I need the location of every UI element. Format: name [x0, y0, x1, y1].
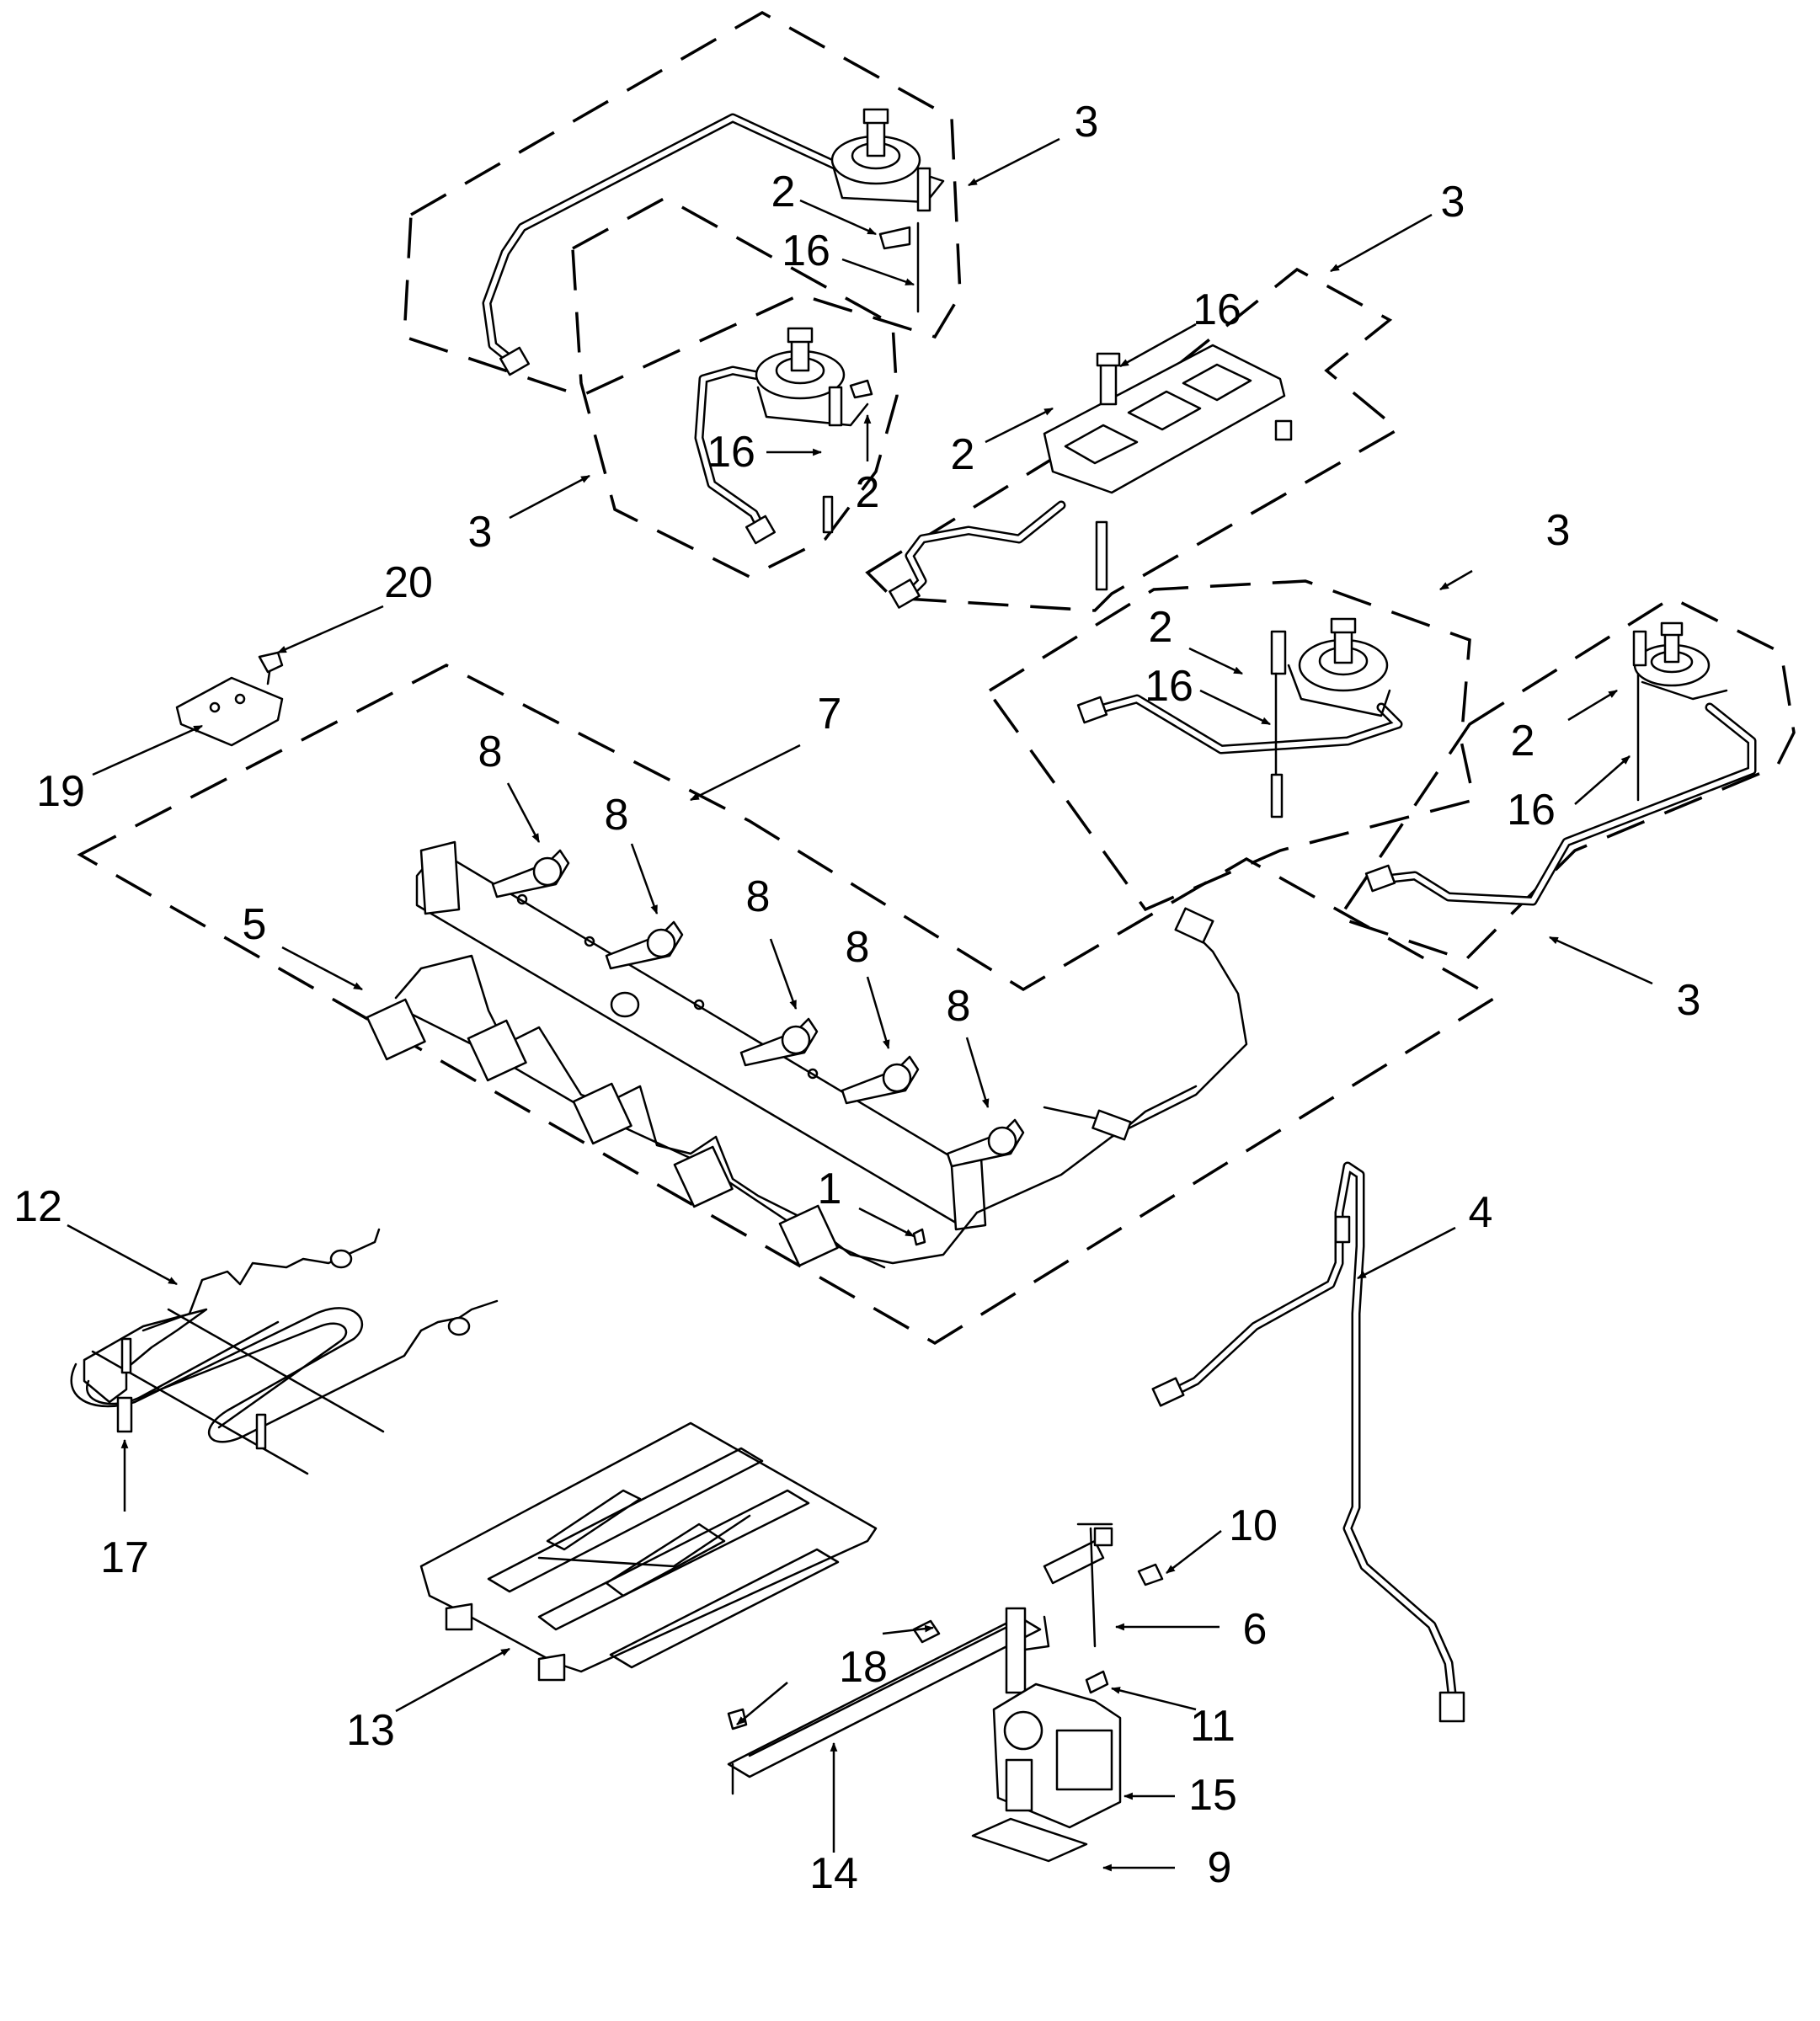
assembly-outlines — [77, 10, 1796, 1346]
callout-6-bracket: 6 — [1243, 1605, 1268, 1654]
callout-16-center-burner: 16 — [707, 428, 755, 477]
outline-burner-center — [571, 196, 899, 579]
callout-16-right-burner: 16 — [1145, 662, 1193, 711]
callout-14-broil-burner: 14 — [809, 1849, 858, 1898]
outline-burner-right — [987, 579, 1476, 912]
callout-8-valve-1: 8 — [478, 728, 503, 776]
bracket-19 — [175, 651, 284, 747]
callout-16-bridge-burner: 16 — [1193, 285, 1241, 334]
burner-far-right — [1364, 621, 1757, 906]
callout-15-valve: 15 — [1188, 1771, 1237, 1820]
callout-1-screw: 1 — [818, 1165, 842, 1213]
outline-burner-bridge — [865, 267, 1401, 612]
switch-harness-5 — [366, 907, 1248, 1269]
callout-arrows — [67, 137, 1653, 1872]
callout-2-right-burner: 2 — [1149, 603, 1173, 652]
callout-2-bridge-burner: 2 — [951, 430, 975, 479]
valves-8 — [491, 849, 1025, 1168]
callout-16-far-right-burner: 16 — [1507, 786, 1556, 835]
callout-8-valve-2: 8 — [605, 791, 629, 840]
callout-3-bridge-burner: 3 — [1441, 178, 1465, 227]
callout-4-supply-tube: 4 — [1469, 1188, 1493, 1237]
callout-5-switch-harness: 5 — [243, 900, 267, 949]
callout-18-screw: 18 — [839, 1643, 888, 1692]
callout-10-screw: 10 — [1229, 1501, 1278, 1550]
callout-11-orifice: 11 — [1190, 1702, 1236, 1751]
burner-top-left — [482, 108, 945, 376]
callout-8-valve-4: 8 — [846, 923, 870, 972]
callout-7-manifold: 7 — [818, 690, 842, 739]
callout-8-valve-3: 8 — [746, 872, 771, 921]
outline-burner-top-left — [403, 10, 962, 397]
callout-2-far-right-burner: 2 — [1511, 717, 1535, 765]
callout-16-top-left-burner: 16 — [782, 227, 830, 275]
callout-17-screw: 17 — [100, 1533, 149, 1582]
callout-3-center-burner: 3 — [468, 508, 493, 557]
callout-9-shield: 9 — [1208, 1843, 1232, 1892]
bake-element-12 — [70, 1228, 499, 1475]
callout-13-pan: 13 — [346, 1706, 395, 1755]
callout-20-screw: 20 — [384, 558, 433, 607]
callout-2-center-burner: 2 — [856, 468, 880, 517]
manifold — [415, 840, 987, 1231]
callout-3-right-burner: 3 — [1546, 506, 1571, 555]
broil-assembly — [727, 1522, 1164, 1863]
burner-bridge — [889, 344, 1293, 609]
outline-burner-far-right — [1337, 595, 1796, 963]
callout-8-valve-5: 8 — [947, 982, 971, 1031]
outline-manifold — [77, 664, 1498, 1346]
callout-labels: 3 2 16 3 16 2 16 2 3 20 19 3 2 16 2 16 3… — [13, 98, 1700, 1898]
callout-19-bracket: 19 — [36, 767, 85, 816]
burner-center — [694, 327, 873, 545]
callout-3-far-right-burner: 3 — [1677, 976, 1701, 1025]
callout-12-bake-element: 12 — [13, 1182, 62, 1231]
parts-illustration — [70, 108, 1757, 1863]
burner-right — [1076, 617, 1403, 819]
pan-13 — [419, 1421, 878, 1682]
supply-tube-4 — [1151, 1161, 1465, 1723]
callout-2-top-left-burner: 2 — [771, 168, 796, 216]
callout-3-top-left-burner: 3 — [1075, 98, 1099, 147]
